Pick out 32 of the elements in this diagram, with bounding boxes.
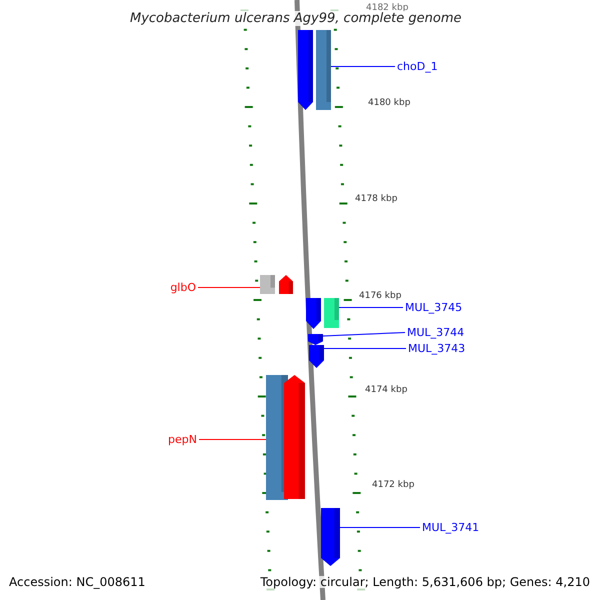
- gene-label: MUL_3743: [408, 343, 466, 354]
- scale-label: 4182 kbp: [366, 4, 408, 13]
- leader-line: [324, 348, 406, 349]
- gene-feature-bar: [279, 275, 293, 294]
- gene-label: MUL_3741: [422, 522, 480, 533]
- diagram-title: Mycobacterium ulcerans Agy99, complete genome: [128, 11, 464, 26]
- gene-feature-bar: [324, 298, 339, 328]
- gene-feature-bar: [284, 375, 305, 499]
- scale-label: 4176 kbp: [359, 292, 402, 301]
- gene-feature-bar: [298, 30, 313, 110]
- gene-label: choD_1: [397, 61, 438, 72]
- gene-label: MUL_3745: [405, 302, 462, 313]
- leader-line: [198, 439, 266, 440]
- gene-feature-bar: [306, 298, 321, 329]
- scale-label: 4172 kbp: [372, 481, 414, 490]
- gene-label: MUL_3744: [407, 327, 464, 338]
- accession-text: Accession: NC_008611: [9, 576, 146, 588]
- gene-label: pepN: [168, 434, 197, 445]
- scale-label: 4178 kbp: [355, 195, 398, 204]
- scale-label: 4180 kbp: [368, 99, 410, 108]
- leader-line: [198, 287, 260, 288]
- leader-line: [330, 66, 396, 67]
- gene-feature-bar: [316, 30, 331, 110]
- gene-feature-bar: [260, 275, 275, 294]
- scale-label: 4174 kbp: [365, 386, 408, 395]
- gene-feature-bar: [308, 334, 323, 345]
- gene-label: glbO: [170, 282, 196, 293]
- gene-feature-bar: [321, 508, 340, 566]
- leader-line: [340, 527, 420, 528]
- leader-line: [322, 332, 406, 336]
- genome-info-text: Topology: circular; Length: 5,631,606 bp; Genes: 4,210: [260, 576, 590, 588]
- leader-line: [338, 307, 404, 308]
